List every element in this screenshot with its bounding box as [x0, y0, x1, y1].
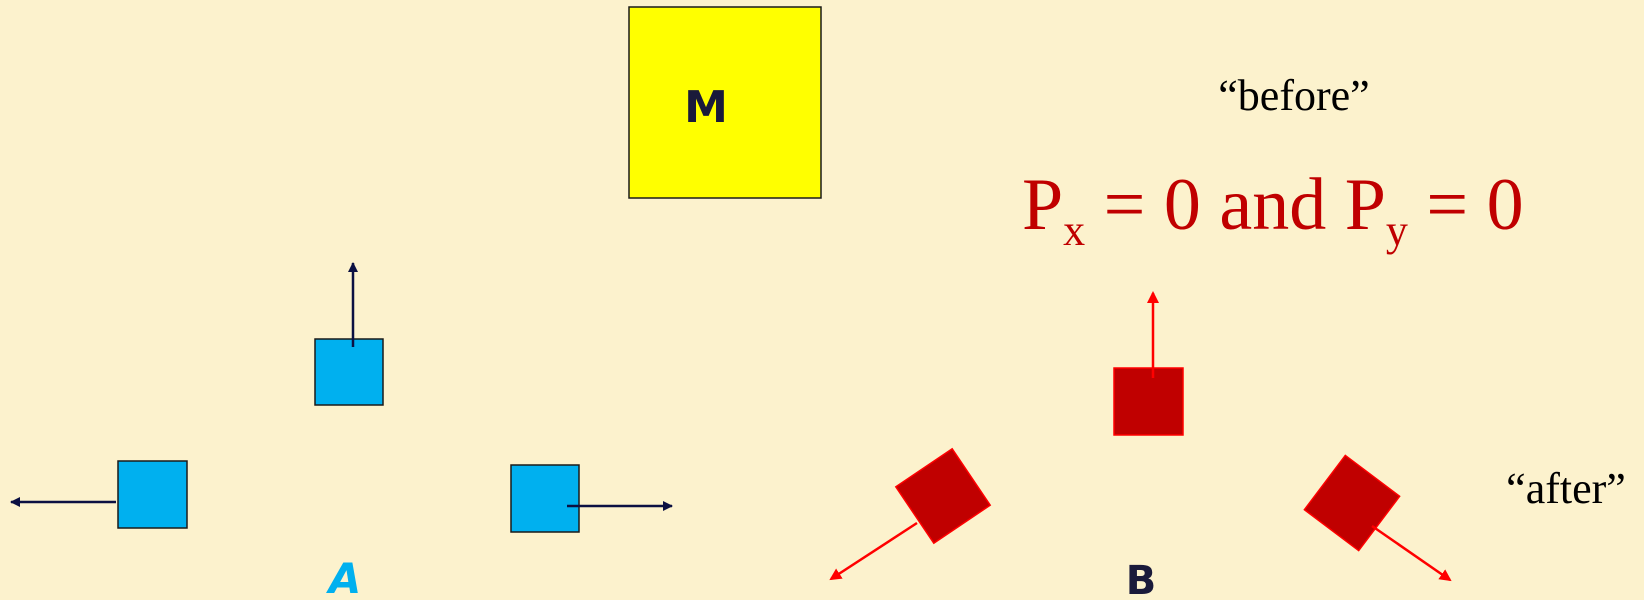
momentum-equation: Px = 0 and Py = 0 — [1022, 164, 1524, 255]
eq-sub-y: y — [1386, 206, 1408, 255]
red-box-left-rotated — [894, 447, 992, 545]
arrow-down-left-red — [829, 521, 918, 581]
eq-p1: P — [1022, 164, 1063, 246]
label-a: A — [326, 554, 362, 600]
red-box-right-rotated — [1303, 454, 1401, 552]
arrow-down-right-red — [1371, 524, 1452, 582]
group-b: B — [829, 291, 1452, 600]
eq-mid: = 0 and — [1085, 164, 1345, 246]
blue-box-left — [117, 460, 188, 529]
group-a: A — [10, 262, 673, 600]
label-b: B — [1126, 558, 1157, 600]
eq-sub-x: x — [1063, 206, 1085, 255]
blue-box-top — [314, 338, 384, 406]
before-label: “before” — [1218, 71, 1369, 120]
red-box-top — [1113, 367, 1184, 436]
eq-p2: P — [1345, 164, 1386, 246]
blue-box-right — [510, 464, 580, 533]
eq-end: = 0 — [1408, 164, 1524, 246]
mass-m-label: M — [684, 82, 728, 133]
mass-m-box: M — [628, 6, 822, 199]
after-label: “after” — [1506, 464, 1626, 513]
